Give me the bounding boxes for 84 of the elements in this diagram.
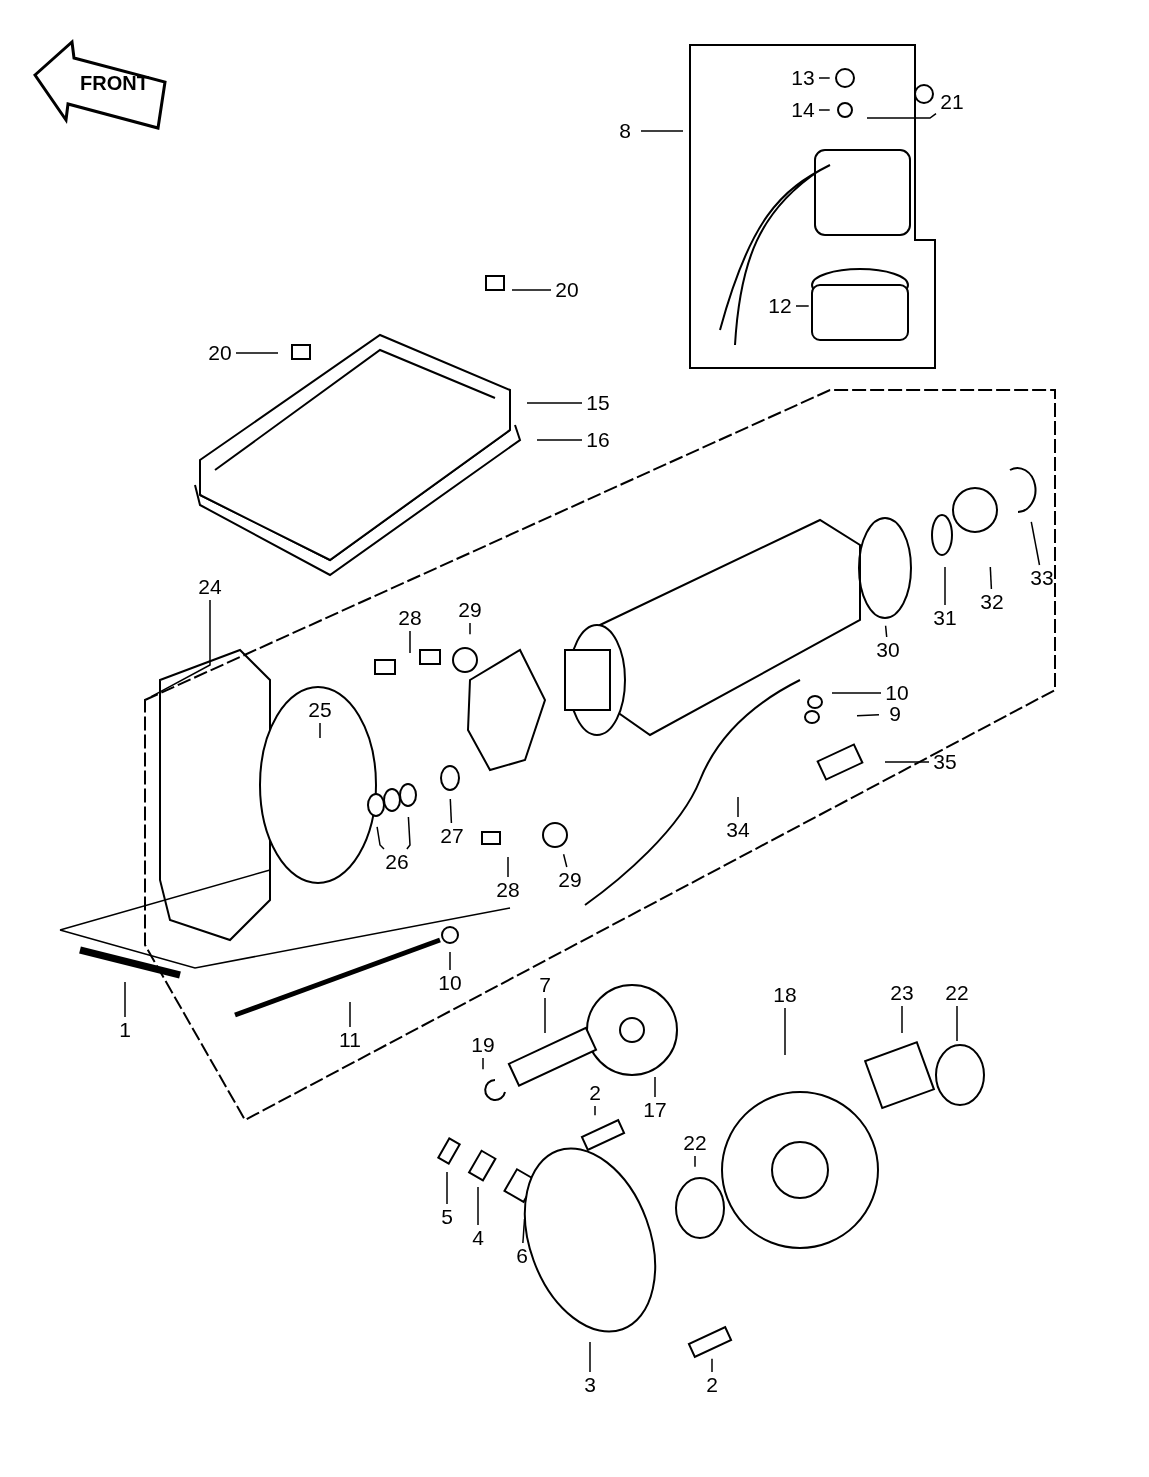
leader-line: [544, 997, 546, 1034]
leader-line: [511, 289, 552, 291]
callout-number: 19: [467, 1033, 499, 1057]
arrow-label: FRONT: [80, 72, 149, 95]
leader-line: [482, 1057, 484, 1071]
callout-number: 1: [109, 1018, 141, 1042]
callout-number: 6: [506, 1244, 538, 1268]
callout-number: 14: [787, 98, 819, 122]
callout-number: 22: [679, 1131, 711, 1155]
leader-line: [449, 798, 453, 824]
leader-line: [446, 1171, 448, 1205]
callout-number: 7: [529, 973, 561, 997]
leader-line: [449, 951, 451, 971]
callout-number: 25: [304, 698, 336, 722]
leader-line: [562, 853, 568, 868]
leader-line: [319, 722, 321, 739]
callout-number: 12: [764, 294, 796, 318]
leader-line: [884, 761, 930, 763]
callout-number: 3: [574, 1373, 606, 1397]
leader-line: [406, 816, 411, 850]
callout-number: 16: [582, 428, 614, 452]
leader-line: [477, 1186, 479, 1226]
callout-number: 28: [394, 606, 426, 630]
leader-line: [831, 692, 882, 694]
leader-line: [818, 109, 831, 111]
callout-number: 15: [582, 391, 614, 415]
callout-number: 10: [434, 971, 466, 995]
callout-number: 11: [334, 1028, 366, 1052]
leader-line: [989, 566, 993, 590]
callout-number: 28: [492, 878, 524, 902]
leader-line: [526, 402, 583, 404]
callout-number: 2: [579, 1081, 611, 1105]
callout-number: 34: [722, 818, 754, 842]
leader-line: [711, 1357, 713, 1373]
leader-line: [536, 439, 583, 441]
leader-line: [150, 599, 211, 698]
leader-line: [1030, 521, 1041, 566]
leader-line: [594, 1105, 596, 1117]
callout-number: 20: [204, 341, 236, 365]
leader-line: [522, 1218, 526, 1244]
callout-number: 2: [696, 1373, 728, 1397]
callout-number: 21: [936, 90, 968, 114]
leader-line: [589, 1341, 591, 1373]
callout-number: 26: [381, 850, 413, 874]
leader-line: [944, 566, 946, 606]
leader-line: [866, 112, 937, 119]
leader-line: [640, 130, 684, 132]
callout-number: 22: [941, 981, 973, 1005]
callout-number: 35: [929, 750, 961, 774]
leader-line: [795, 305, 810, 307]
callout-number: 5: [431, 1205, 463, 1229]
callout-number: 4: [462, 1226, 494, 1250]
callout-number: 17: [639, 1098, 671, 1122]
leader-line: [694, 1155, 696, 1168]
leader-line: [901, 1005, 903, 1034]
leader-line: [737, 796, 739, 818]
leader-line: [818, 77, 831, 79]
callout-number: 32: [976, 590, 1008, 614]
leader-line: [956, 1005, 958, 1042]
callout-number: 27: [436, 824, 468, 848]
leader-line: [856, 713, 880, 717]
callout-number: 10: [881, 681, 913, 705]
leader-line: [235, 352, 279, 354]
leader-line: [784, 1007, 786, 1056]
leader-line: [409, 630, 411, 654]
leader-line: [376, 826, 385, 850]
callout-number: 24: [194, 575, 226, 599]
callout-number: 23: [886, 981, 918, 1005]
leader-line: [124, 981, 126, 1018]
callout-number: 29: [454, 598, 486, 622]
leader-line: [654, 1076, 656, 1098]
callout-number: 31: [929, 606, 961, 630]
leader-line: [884, 624, 888, 638]
callout-number: 8: [609, 119, 641, 143]
leader-line: [507, 856, 509, 878]
callout-number: 9: [879, 702, 911, 726]
leader-line: [349, 1001, 351, 1028]
callout-number: 20: [551, 278, 583, 302]
callout-number: 13: [787, 66, 819, 90]
callout-number: 30: [872, 638, 904, 662]
leader-line: [469, 622, 471, 636]
callout-number: 33: [1026, 566, 1058, 590]
callout-number: 18: [769, 983, 801, 1007]
callout-number: 29: [554, 868, 586, 892]
